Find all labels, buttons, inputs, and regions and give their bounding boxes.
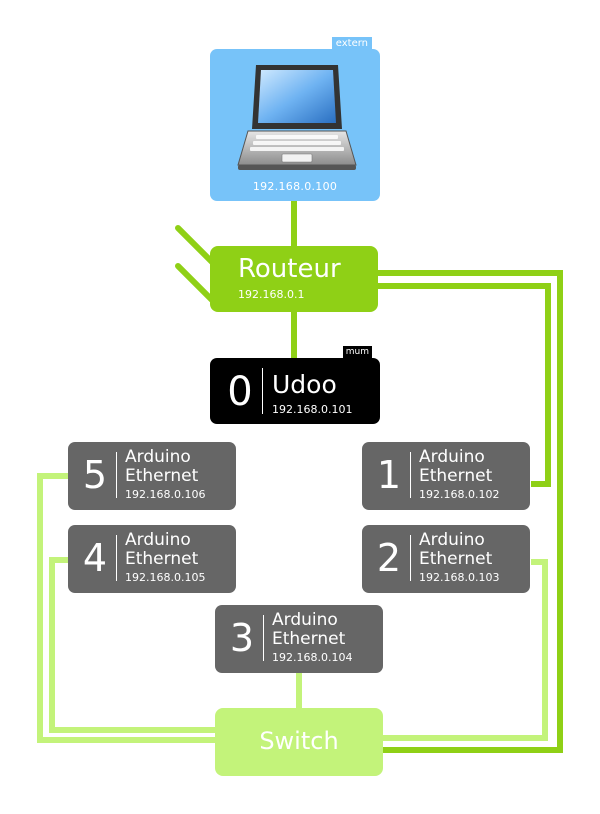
- router-node[interactable]: Routeur 192.168.0.1: [210, 246, 378, 312]
- node-ip: 192.168.0.105: [125, 571, 206, 584]
- node-number: 2: [376, 536, 402, 580]
- node-ip: 192.168.0.104: [272, 651, 353, 664]
- node-label-line2: Ethernet: [272, 629, 346, 649]
- udoo-node[interactable]: mum 0 Udoo 192.168.0.101: [210, 346, 380, 424]
- router-wires: [291, 200, 563, 753]
- udoo-tag: mum: [342, 346, 372, 358]
- arduino-node-1[interactable]: 1 Arduino Ethernet 192.168.0.102: [362, 442, 530, 510]
- extern-laptop-node[interactable]: extern 192.168.0.100: [210, 37, 380, 201]
- node-ip: 192.168.0.102: [419, 488, 500, 501]
- arduino-node-3[interactable]: 3 Arduino Ethernet 192.168.0.104: [215, 605, 383, 673]
- arduino-node-4[interactable]: 4 Arduino Ethernet 192.168.0.105: [68, 525, 236, 593]
- node-label-line1: Arduino: [419, 530, 485, 550]
- node-number: 4: [82, 536, 108, 580]
- node-number: 1: [376, 453, 402, 497]
- node-label-line2: Ethernet: [419, 466, 493, 486]
- antenna-icon: [175, 225, 215, 303]
- node-ip: 192.168.0.106: [125, 488, 206, 501]
- node-number: 0: [227, 369, 253, 415]
- router-name: Routeur: [238, 254, 341, 284]
- node-name: Udoo: [272, 370, 337, 399]
- extern-ip: 192.168.0.100: [252, 180, 338, 193]
- node-divider: [263, 615, 264, 661]
- node-label-line2: Ethernet: [419, 549, 493, 569]
- node-number: 3: [229, 616, 255, 660]
- node-divider: [410, 535, 411, 581]
- extern-tag: extern: [331, 37, 372, 50]
- node-divider: [262, 368, 263, 414]
- node-ip: 192.168.0.101: [272, 403, 353, 416]
- node-divider: [116, 452, 117, 498]
- node-label-line1: Arduino: [125, 447, 191, 467]
- router-ip: 192.168.0.1: [238, 288, 305, 301]
- laptop-icon: [237, 65, 357, 170]
- arduino-node-2[interactable]: 2 Arduino Ethernet 192.168.0.103: [362, 525, 530, 593]
- node-divider: [410, 452, 411, 498]
- arduino-node-5[interactable]: 5 Arduino Ethernet 192.168.0.106: [68, 442, 236, 510]
- node-ip: 192.168.0.103: [419, 571, 500, 584]
- node-label-line1: Arduino: [419, 447, 485, 467]
- node-label-line2: Ethernet: [125, 466, 199, 486]
- node-label-line1: Arduino: [125, 530, 191, 550]
- node-label-line2: Ethernet: [125, 549, 199, 569]
- node-divider: [116, 535, 117, 581]
- switch-wires: [37, 473, 548, 743]
- switch-node[interactable]: Switch: [215, 708, 383, 776]
- node-number: 5: [82, 453, 108, 497]
- switch-name: Switch: [259, 727, 339, 755]
- node-label-line1: Arduino: [272, 610, 338, 630]
